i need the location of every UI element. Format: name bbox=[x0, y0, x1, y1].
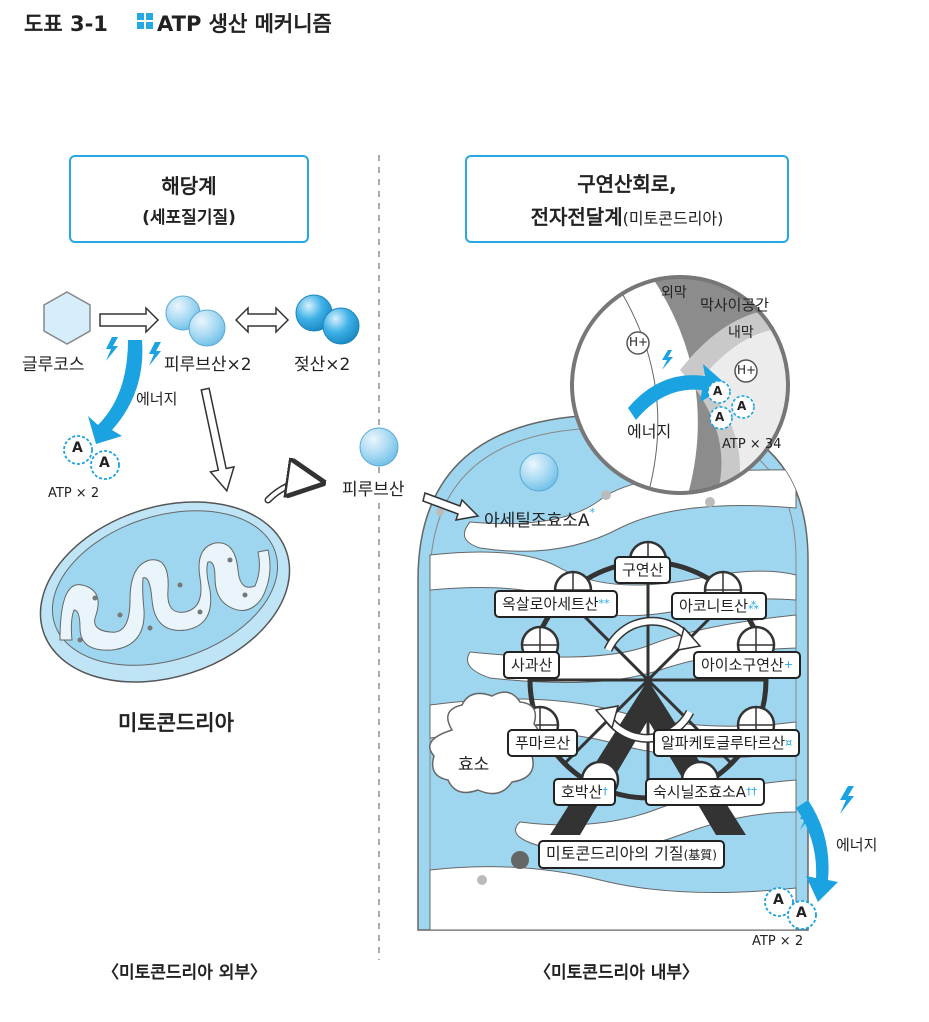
glucose-label: 글루코스 bbox=[22, 355, 85, 375]
cycle-aconitic-text: 아코니트산 bbox=[679, 597, 749, 615]
cycle-aconitic: 아코니트산⁂ bbox=[671, 592, 768, 620]
atp-left-label: ATP × 2 bbox=[48, 486, 100, 501]
cycle-isocitric: 아이소구연산+ bbox=[693, 651, 802, 679]
etc-subtitle: (미토콘드리아) bbox=[622, 209, 724, 228]
caption-inside: 〈미토콘드리아 내부〉 bbox=[534, 963, 700, 983]
proton-badge-1: H+ bbox=[629, 335, 649, 349]
matrix-label-main: 미토콘드리아의 기질 bbox=[546, 844, 684, 863]
figure-number: 도표 3-1 bbox=[24, 12, 108, 36]
energy-inset-label: 에너지 bbox=[627, 422, 672, 441]
cycle-fumaric: 푸마르산 bbox=[507, 729, 579, 757]
cycle-succinyl-coa-text: 숙시닐조효소A bbox=[653, 783, 747, 801]
atp-inset-a3: A bbox=[715, 410, 725, 424]
proton-badge-2: H+ bbox=[737, 363, 757, 377]
energy-arrow-left bbox=[88, 337, 161, 444]
cycle-malic: 사과산 bbox=[503, 651, 561, 679]
mitochondrion-left bbox=[39, 501, 291, 683]
cycle-ketoglutaric-mark: ¤ bbox=[785, 736, 793, 749]
acetyl-coa-text: 아세틸조효소A bbox=[484, 511, 590, 531]
acetyl-coa-label: 아세틸조효소A* bbox=[484, 506, 595, 531]
atp-inset-a2: A bbox=[737, 399, 747, 413]
cycle-succinyl-coa-mark: †† bbox=[746, 785, 758, 798]
arrow-pyruvic-to-acetyl bbox=[422, 492, 480, 521]
enzyme-label: 효소 bbox=[458, 755, 490, 775]
cycle-succinyl-coa: 숙시닐조효소A†† bbox=[645, 778, 766, 806]
citric-cycle-box: 구연산회로, 전자전달계(미토콘드리아) bbox=[465, 155, 789, 243]
cycle-isocitric-text: 아이소구연산 bbox=[701, 656, 784, 674]
glycolysis-box: 해당계 (세포질기질) bbox=[69, 155, 309, 243]
cycle-ketoglutaric: 알파케토글루타르산¤ bbox=[653, 729, 801, 757]
etc-title: 전자전달계 bbox=[530, 205, 623, 229]
atp-bottom-a2: A bbox=[796, 905, 807, 921]
cycle-aconitic-mark: ⁂ bbox=[748, 599, 760, 612]
mitochondria-label: 미토콘드리아 bbox=[118, 711, 234, 735]
atp-badges-left bbox=[63, 435, 120, 480]
inner-membrane-label: 내막 bbox=[728, 325, 754, 341]
energy-left-label: 에너지 bbox=[136, 390, 178, 408]
cycle-oxaloacetic-mark: ** bbox=[598, 597, 610, 610]
glycolysis-subtitle: (세포질기질) bbox=[142, 208, 236, 228]
cycle-succinic: 호박산† bbox=[553, 778, 616, 806]
double-arrow-pyruvic-lactic bbox=[234, 306, 290, 334]
arrow-pyruvic-to-mito bbox=[200, 387, 236, 493]
acetyl-coa-mark: * bbox=[589, 506, 595, 519]
arrow-mito-to-pyruvic bbox=[266, 481, 318, 502]
cycle-isocitric-mark: + bbox=[783, 658, 794, 671]
atp-badges-bottom bbox=[764, 887, 817, 930]
cycle-oxaloacetic: 옥살로아세트산** bbox=[494, 590, 618, 618]
cycle-ketoglutaric-text: 알파케토글루타르산 bbox=[661, 734, 786, 752]
atp-left-a1: A bbox=[72, 440, 83, 456]
cycle-oxaloacetic-text: 옥살로아세트산 bbox=[502, 595, 599, 613]
pyruvic-label: 피루브산 bbox=[340, 475, 407, 500]
cycle-succinic-text: 호박산 bbox=[561, 783, 603, 801]
title-bullet-icon bbox=[137, 13, 153, 29]
glycolysis-title: 해당계 bbox=[161, 174, 217, 198]
energy-arrow-bottom bbox=[796, 786, 854, 902]
pyruvic-x2-label: 피루브산×2 bbox=[164, 355, 252, 375]
lactic-x2-label: 젖산×2 bbox=[294, 355, 351, 375]
atp-inset-a1: A bbox=[713, 384, 723, 398]
lactic-sphere-2 bbox=[322, 307, 360, 345]
intermembrane-space-label: 막사이공간 bbox=[700, 296, 770, 314]
figure-title: ATP 생산 메커니즘 bbox=[157, 12, 332, 36]
atp-bottom-label: ATP × 2 bbox=[752, 934, 804, 949]
matrix-label-paren: (基質) bbox=[683, 848, 717, 862]
matrix-label: 미토콘드리아의 기질(基質) bbox=[538, 840, 725, 869]
cycle-citric: 구연산 bbox=[614, 556, 672, 584]
pyruvic-sphere-middle bbox=[359, 427, 399, 467]
arrow-glucose-to-pyruvic bbox=[99, 306, 160, 334]
pyruvic-sphere-2 bbox=[188, 309, 226, 347]
energy-bottom-label: 에너지 bbox=[836, 836, 878, 854]
caption-outside: 〈미토콘드리아 외부〉 bbox=[102, 963, 268, 983]
cycle-succinic-mark: † bbox=[602, 785, 608, 798]
atp-left-a2: A bbox=[99, 455, 110, 471]
citric-cycle-title: 구연산회로, bbox=[577, 172, 677, 196]
outer-membrane-label: 외막 bbox=[661, 285, 687, 301]
atp-bottom-a1: A bbox=[773, 892, 784, 908]
atp-inset-label: ATP × 34 bbox=[722, 437, 782, 452]
glucose-hexagon bbox=[43, 291, 91, 345]
